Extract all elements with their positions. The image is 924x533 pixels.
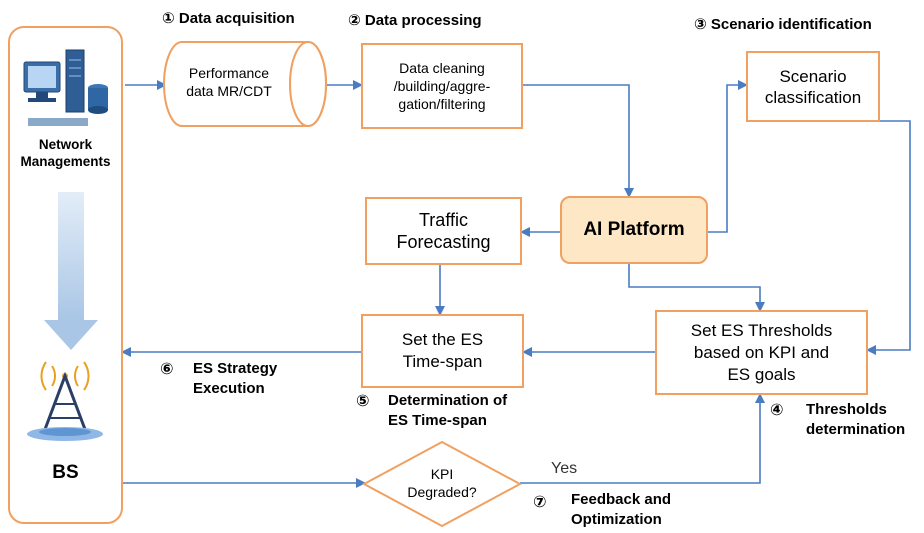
network-managements-label: Network Managements: [20, 137, 111, 169]
step4-number: ④: [770, 402, 784, 419]
step7-label: Feedback and Optimization: [571, 491, 672, 528]
step4-label: Thresholds determination: [806, 401, 906, 438]
arrow-ai-to-thresholds: [628, 264, 765, 312]
network-to-bs-arrow: [44, 192, 98, 350]
step6-number: ⑥: [160, 361, 174, 378]
left-panel: [8, 26, 123, 524]
arrow-scenario-to-thresholds: [866, 120, 911, 355]
performance-data-label: Performance data MR/CDT: [186, 65, 272, 99]
kpi-decision-diamond: [362, 440, 522, 528]
step7-number: ⑦: [533, 494, 547, 511]
step5-label: Determination of ES Time-span: [388, 392, 508, 429]
bs-label: BS: [52, 462, 79, 483]
traffic-forecasting-box: Traffic Forecasting: [365, 197, 522, 265]
step6-label: ES Strategy Execution: [193, 360, 278, 397]
ai-platform-box: AI Platform: [560, 196, 708, 264]
arrow-kpi-yes-to-thresholds: [520, 393, 765, 484]
arrow-cleaning-to-ai: [523, 84, 634, 198]
es-timespan-box: Set the ES Time-span: [361, 314, 524, 388]
performance-data-cylinder: [163, 41, 327, 127]
step1-label: ① Data acquisition: [162, 10, 295, 27]
arrow-ai-to-scenario: [708, 80, 748, 233]
es-thresholds-box: Set ES Thresholds based on KPI and ES go…: [655, 310, 868, 395]
bs-tower-icon: [27, 361, 103, 441]
step2-label: ② Data processing: [348, 12, 482, 29]
kpi-degraded-label: KPI Degraded?: [407, 466, 477, 500]
step5-number: ⑤: [356, 393, 370, 410]
server-icon: [23, 49, 108, 126]
scenario-classification-box: Scenario classification: [746, 51, 880, 122]
step3-label: ③ Scenario identification: [694, 16, 872, 33]
data-cleaning-box: Data cleaning /building/aggre- gation/fi…: [361, 43, 523, 129]
yes-label: Yes: [551, 460, 578, 477]
